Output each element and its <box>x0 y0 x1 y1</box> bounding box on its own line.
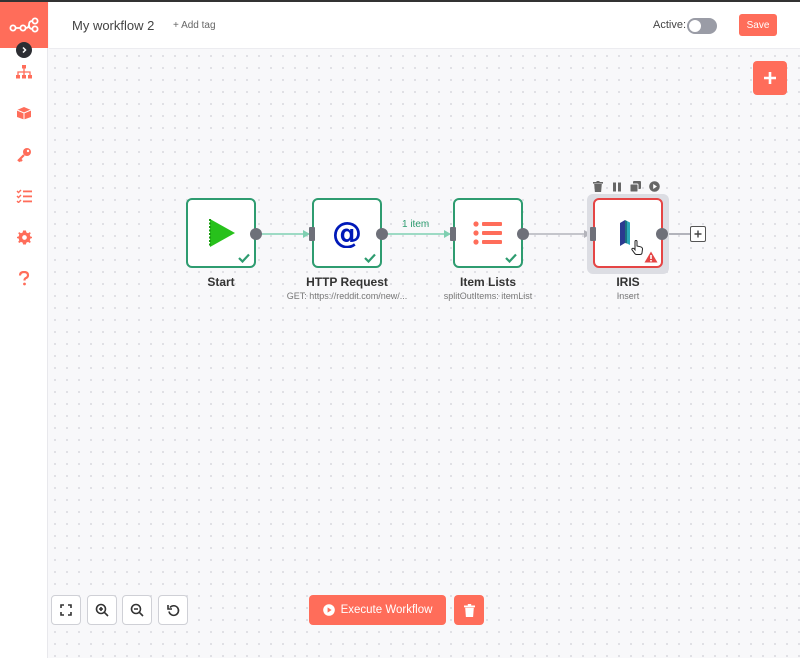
workflow-name[interactable]: My workflow 2 <box>72 18 155 33</box>
sidebar-item-help[interactable] <box>14 268 34 288</box>
add-tag-link[interactable]: + Add tag <box>173 20 216 31</box>
node-start[interactable] <box>186 198 256 268</box>
execute-node-button[interactable] <box>649 181 660 192</box>
collapse-sidebar-button[interactable] <box>16 42 32 58</box>
node-http-request-input-handle[interactable] <box>309 227 315 241</box>
logo-icon <box>9 17 39 33</box>
fullscreen-icon <box>60 604 72 616</box>
plus-icon <box>764 72 776 84</box>
zoom-to-fit-button[interactable] <box>51 595 81 625</box>
copy-icon <box>630 181 641 192</box>
node-start-output-handle[interactable] <box>250 228 262 240</box>
node-http-request[interactable]: @ <box>312 198 382 268</box>
node-iris-title: IRIS <box>616 275 640 289</box>
iris-icon <box>620 220 630 246</box>
node-toolbar <box>592 181 660 192</box>
node-iris-output-handle[interactable] <box>656 228 668 240</box>
node-iris-input-handle[interactable] <box>590 227 596 241</box>
gear-icon <box>16 229 32 245</box>
add-node-button[interactable] <box>753 61 787 95</box>
plus-icon <box>694 230 702 238</box>
hand-pointer-icon <box>631 240 644 255</box>
success-check-icon <box>238 253 250 263</box>
success-check-icon <box>364 253 376 263</box>
sidebar-item-executions[interactable] <box>14 186 34 206</box>
reset-zoom-button[interactable] <box>158 595 188 625</box>
network-icon <box>16 65 32 79</box>
play-icon <box>209 219 235 247</box>
sidebar <box>0 2 48 658</box>
sidebar-item-settings[interactable] <box>14 227 34 247</box>
node-http-request-title: HTTP Request <box>306 275 388 289</box>
toggle-knob <box>689 20 701 32</box>
pause-icon <box>612 182 621 191</box>
node-http-request-subtitle: GET: https://reddit.com/new/... <box>286 291 408 301</box>
add-node-after-button[interactable] <box>690 226 706 242</box>
key-icon <box>17 148 31 163</box>
node-item-lists-title: Item Lists <box>459 275 516 289</box>
box-icon <box>16 107 32 120</box>
undo-icon <box>166 604 179 616</box>
play-circle-icon <box>649 181 660 192</box>
node-iris[interactable] <box>593 198 663 268</box>
at-icon: @ <box>332 218 362 248</box>
zoom-out-button[interactable] <box>122 595 152 625</box>
node-item-lists-subtitle: splitOutItems: itemList <box>443 291 533 301</box>
node-item-lists-output-handle[interactable] <box>517 228 529 240</box>
warning-icon <box>644 251 658 263</box>
save-button[interactable]: Save <box>739 14 777 36</box>
active-label: Active: <box>653 19 687 31</box>
n8n-logo[interactable] <box>0 2 48 48</box>
active-toggle[interactable] <box>687 18 717 34</box>
execute-workflow-button[interactable]: Execute Workflow <box>309 595 446 625</box>
workflow-header: My workflow 2 + Add tag Active: Save <box>49 2 800 49</box>
node-http-request-output-handle[interactable] <box>376 228 388 240</box>
edge-item-count-label: 1 item <box>402 219 430 230</box>
node-item-lists-input-handle[interactable] <box>450 227 456 241</box>
clear-execution-button[interactable] <box>454 595 484 625</box>
zoom-in-button[interactable] <box>87 595 117 625</box>
play-circle-icon <box>322 604 335 616</box>
tasks-icon <box>16 189 32 203</box>
window-top-border <box>0 0 800 2</box>
node-iris-subtitle: Insert <box>616 291 640 301</box>
node-item-lists[interactable] <box>453 198 523 268</box>
sidebar-item-templates[interactable] <box>14 103 34 123</box>
node-start-title: Start <box>207 275 235 289</box>
sidebar-item-workflows[interactable] <box>14 62 34 82</box>
trash-icon <box>463 603 475 617</box>
zoom-out-icon <box>130 603 144 617</box>
duplicate-node-button[interactable] <box>630 181 641 192</box>
chevron-right-icon <box>22 46 27 54</box>
delete-node-button[interactable] <box>592 181 603 192</box>
success-check-icon <box>505 253 517 263</box>
execute-workflow-label: Execute Workflow <box>340 604 433 616</box>
trash-icon <box>592 181 603 192</box>
list-icon <box>473 221 502 245</box>
workflow-canvas[interactable] <box>49 50 800 658</box>
sidebar-item-credentials[interactable] <box>14 145 34 165</box>
svg-text:@: @ <box>332 218 362 248</box>
question-icon <box>18 270 30 285</box>
zoom-in-icon <box>95 603 109 617</box>
deactivate-node-button[interactable] <box>611 181 622 192</box>
